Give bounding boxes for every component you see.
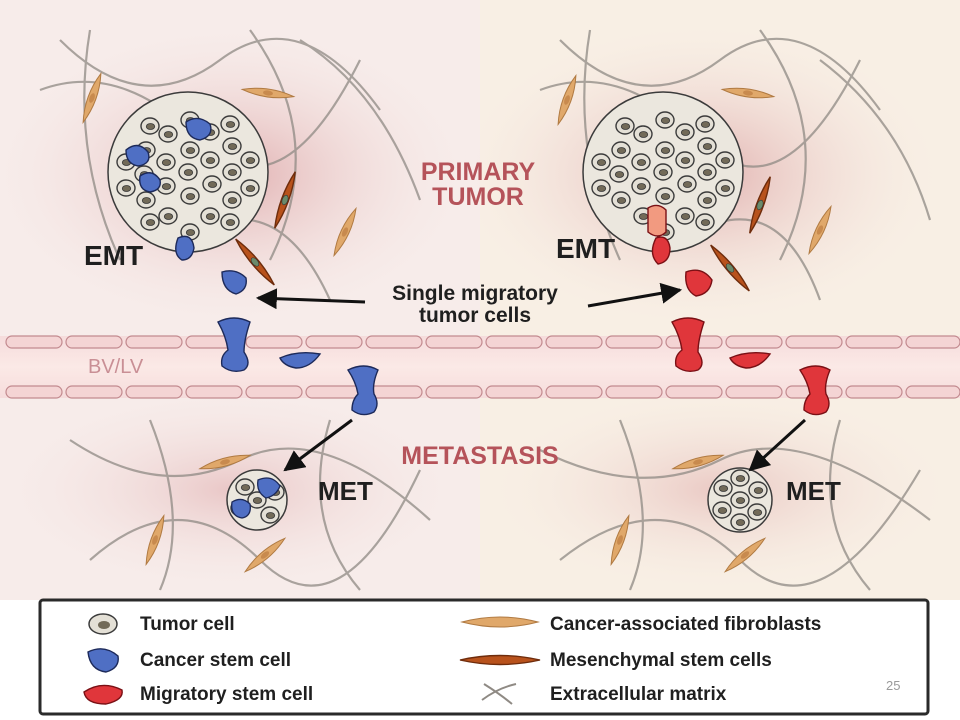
legend-migratory-stem-cell: Migratory stem cell	[140, 684, 313, 705]
primary-tumor-label-line2: TUMOR	[432, 183, 524, 211]
vessel-label: BV/LV	[88, 356, 144, 378]
legend: Tumor cell Cancer stem cell Migratory st…	[38, 598, 930, 716]
tumor-cell-legend-icon	[88, 613, 118, 635]
slide-number: 25	[886, 678, 900, 693]
right-migratory-stem-cells	[647, 204, 713, 297]
ecm-legend-icon	[481, 683, 517, 705]
metastasis-label: METASTASIS	[401, 442, 558, 470]
single-migratory-label: Single migratory	[392, 282, 558, 305]
left-primary-tumor	[107, 91, 269, 253]
emt-right-label: EMT	[556, 233, 615, 264]
arrows	[255, 282, 807, 472]
right-metastasis-cluster	[707, 467, 773, 533]
legend-msc: Mesenchymal stem cells	[550, 650, 772, 671]
primary-tumor-label: PRIMARY	[421, 158, 536, 186]
arrow-to-left-migratory-cell	[255, 288, 366, 310]
blood-lymph-vessel	[0, 335, 960, 399]
legend-tumor-cell: Tumor cell	[140, 614, 235, 635]
legend-caf: Cancer-associated fibroblasts	[550, 614, 821, 635]
mesenchymal-legend-icon	[459, 654, 541, 666]
emt-left-label: EMT	[84, 240, 143, 271]
left-cancer-stem-cells	[125, 117, 247, 295]
arrow-to-right-migratory-cell	[587, 282, 683, 308]
legend-cancer-stem-cell: Cancer stem cell	[140, 650, 291, 671]
fibroblast-legend-icon	[460, 616, 540, 628]
left-intravasating-cells	[217, 317, 379, 416]
met-right-label: MET	[786, 476, 841, 506]
left-metastasis-cluster	[226, 469, 288, 531]
migratory-stem-cell-legend-icon	[83, 684, 123, 705]
arrow-to-right-met	[748, 418, 807, 472]
single-migratory-label-line2: tumor cells	[419, 304, 531, 327]
cancer-stem-cell-legend-icon	[87, 648, 119, 673]
arrow-to-left-met	[283, 418, 353, 472]
legend-ecm: Extracellular matrix	[550, 684, 727, 705]
met-left-label: MET	[318, 476, 373, 506]
right-intravasating-cells	[671, 317, 831, 416]
